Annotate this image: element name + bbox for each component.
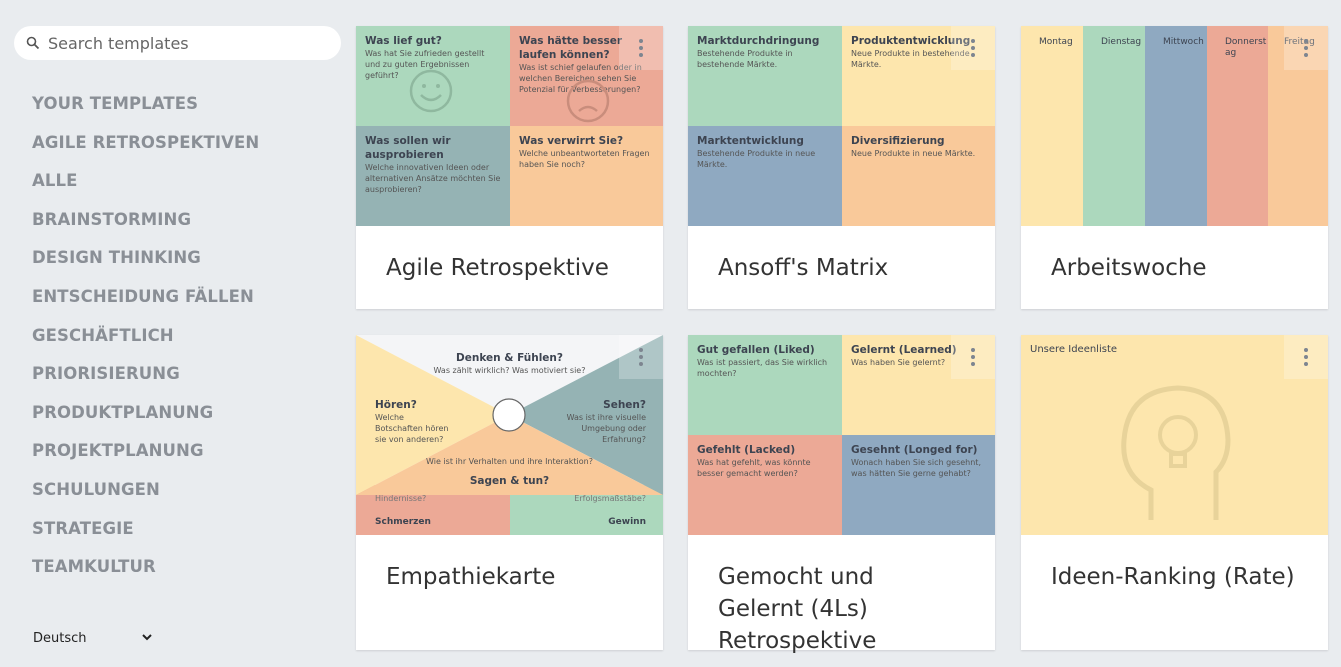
nav-brainstorming[interactable]: BRAINSTORMING — [32, 209, 192, 229]
day-column: Donnerstag — [1207, 26, 1268, 226]
search-field[interactable] — [14, 26, 341, 60]
language-select[interactable]: Deutsch — [33, 631, 153, 646]
head-lightbulb-icon — [1121, 385, 1231, 520]
template-card-ideen-ranking[interactable]: Unsere Ideenliste Ideen-Ranking (Rate) — [1021, 335, 1328, 650]
empathy-map-shape — [356, 335, 663, 495]
language-value: Deutsch — [33, 631, 87, 646]
nav-produktplanung[interactable]: PRODUKTPLANUNG — [32, 402, 214, 422]
search-input[interactable] — [48, 33, 328, 53]
card-title: Ideen-Ranking (Rate) — [1051, 564, 1295, 590]
more-options-icon[interactable] — [1284, 26, 1328, 70]
quadrant: Gesehnt (Longed for)Wonach haben Sie sic… — [842, 435, 995, 535]
quadrant: Was verwirrt Sie?Welche unbeantworteten … — [510, 126, 663, 226]
nav-entscheidung[interactable]: ENTSCHEIDUNG FÄLLEN — [32, 286, 254, 306]
nav-design-thinking[interactable]: DESIGN THINKING — [32, 248, 201, 268]
template-card-4ls-retrospektive[interactable]: Gut gefallen (Liked)Was ist passiert, da… — [688, 335, 995, 654]
card-title: Gemocht und Gelernt (4Ls) Retrospektive — [718, 564, 877, 654]
quadrant: Was lief gut?Was hat Sie zufrieden geste… — [356, 26, 510, 126]
category-nav: YOUR TEMPLATES AGILE RETROSPEKTIVEN ALLE… — [32, 93, 259, 595]
nav-strategie[interactable]: STRATEGIE — [32, 518, 134, 538]
sad-face-icon — [566, 79, 610, 123]
smiley-icon — [409, 69, 453, 113]
nav-your-templates[interactable]: YOUR TEMPLATES — [32, 94, 199, 113]
day-column: Mittwoch — [1145, 26, 1207, 226]
day-column: Montag — [1021, 26, 1083, 226]
template-card-arbeitswoche[interactable]: Montag Dienstag Mittwoch Donnerstag Frei… — [1021, 26, 1328, 309]
nav-priorisierung[interactable]: PRIORISIERUNG — [32, 364, 180, 384]
template-card-agile-retrospektive[interactable]: Was lief gut?Was hat Sie zufrieden geste… — [356, 26, 663, 309]
template-preview: Unsere Ideenliste — [1021, 335, 1328, 535]
card-title: Agile Retrospektive — [386, 255, 609, 281]
day-column: Freitag — [1268, 26, 1328, 226]
quadrant: Gelernt (Learned)Was haben Sie gelernt? — [842, 335, 995, 435]
template-preview: Gut gefallen (Liked)Was ist passiert, da… — [688, 335, 995, 535]
more-options-icon[interactable] — [619, 335, 663, 379]
quadrant: Gefehlt (Lacked)Was hat gefehlt, was kön… — [688, 435, 842, 535]
template-card-empathiekarte[interactable]: Denken & Fühlen?Was zählt wirklich? Was … — [356, 335, 663, 650]
template-preview: Denken & Fühlen?Was zählt wirklich? Was … — [356, 335, 663, 535]
card-title: Ansoff's Matrix — [718, 255, 889, 281]
nav-alle[interactable]: ALLE — [32, 171, 78, 191]
nav-schulungen[interactable]: SCHULUNGEN — [32, 479, 160, 499]
nav-projektplanung[interactable]: PROJEKTPLANUNG — [32, 441, 204, 461]
chevron-down-icon — [142, 634, 152, 641]
card-title: Empathiekarte — [386, 564, 556, 590]
nav-geschaeftlich[interactable]: GESCHÄFTLICH — [32, 325, 174, 345]
day-column: Dienstag — [1083, 26, 1145, 226]
more-options-icon[interactable] — [1284, 335, 1328, 379]
template-preview: Was lief gut?Was hat Sie zufrieden geste… — [356, 26, 663, 226]
card-title: Arbeitswoche — [1051, 255, 1207, 281]
quadrant: Was hätte besser laufen können?Was ist s… — [510, 26, 663, 126]
more-options-icon[interactable] — [619, 26, 663, 70]
nav-agile-retrospektiven[interactable]: AGILE RETROSPEKTIVEN — [32, 132, 260, 152]
quadrant: Gut gefallen (Liked)Was ist passiert, da… — [688, 335, 842, 435]
template-preview: Montag Dienstag Mittwoch Donnerstag Frei… — [1021, 26, 1328, 226]
search-icon — [26, 36, 40, 50]
nav-teamkultur[interactable]: TEAMKULTUR — [32, 557, 156, 577]
more-options-icon[interactable] — [951, 26, 995, 70]
more-options-icon[interactable] — [951, 335, 995, 379]
